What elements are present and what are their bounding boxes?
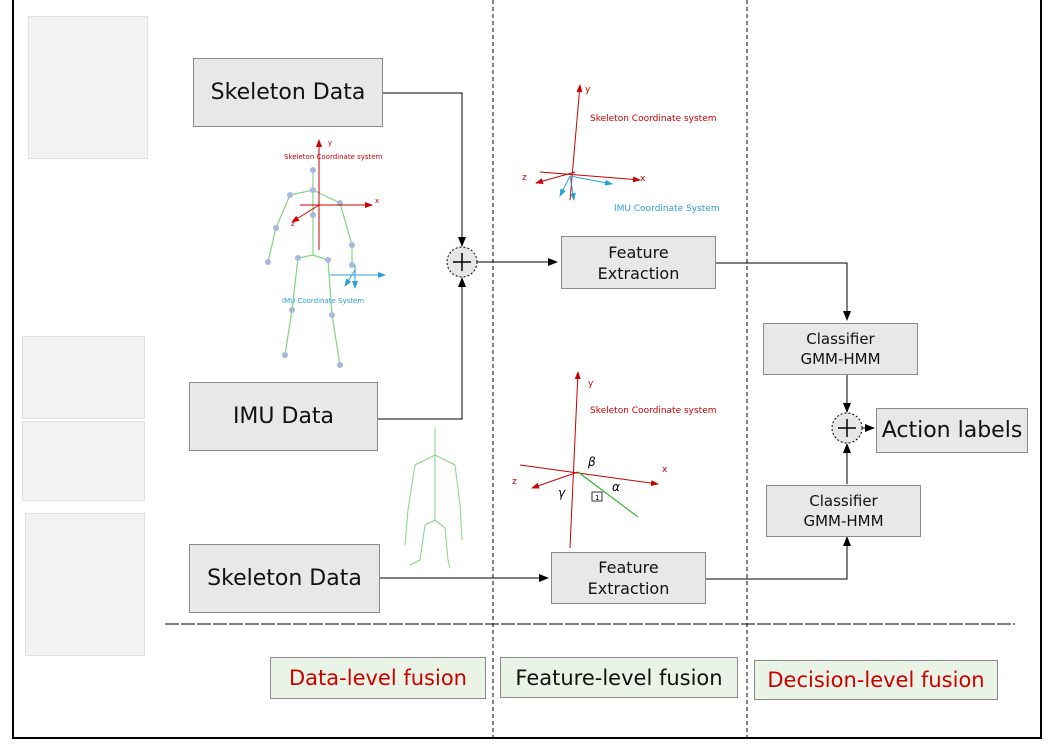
imu-plot-thumbnail-2 (22, 421, 145, 501)
action-labels-text: Action labels (881, 418, 1023, 443)
skeleton-plot-thumbnail-bottom (25, 513, 145, 656)
skeleton-plot-thumbnail-top (28, 16, 148, 159)
svg-text:x: x (662, 465, 668, 475)
flow-feature-top-to-classifier (716, 262, 851, 321)
feature-extraction-box-top: Feature Extraction (561, 236, 716, 289)
flow-skeleton-top (383, 92, 466, 247)
decision-level-fusion-label: Decision-level fusion (754, 660, 998, 700)
skeleton-data-box-bottom: Skeleton Data (189, 544, 380, 613)
svg-text:y: y (328, 139, 332, 147)
svg-text:x: x (375, 197, 379, 205)
skeleton-figure-feature-level (404, 428, 463, 569)
svg-text:x: x (640, 174, 646, 184)
feature-extraction-box-bottom: Feature Extraction (551, 552, 706, 604)
imu-data-label: IMU Data (232, 404, 335, 429)
svg-text:Skeleton Coordinate system: Skeleton Coordinate system (284, 153, 383, 161)
classifier-box-bottom: Classifier GMM-HMM (766, 485, 921, 537)
feature-level-fusion-label: Feature-level fusion (500, 657, 738, 698)
skeleton-figure-data-level (267, 170, 353, 366)
feature-axes-bottom: y Skeleton Coordinate system x z β α γ 1 (512, 371, 717, 549)
svg-text:z: z (512, 477, 517, 487)
svg-text:z: z (522, 173, 527, 183)
skeleton-data-box-top: Skeleton Data (193, 58, 383, 127)
diagram-frame (12, 0, 1042, 739)
svg-text:IMU Coordinate System: IMU Coordinate System (614, 204, 720, 214)
svg-text:IMU Coordinate System: IMU Coordinate System (282, 297, 364, 305)
svg-text:γ: γ (558, 486, 566, 500)
imu-data-box: IMU Data (189, 382, 378, 451)
svg-text:z: z (291, 220, 295, 228)
flow-feature-bottom-to-classifier (706, 536, 851, 580)
feature-axes-top: y Skeleton Coordinate system x z IMU Coo… (522, 84, 720, 214)
classifier-box-top: Classifier GMM-HMM (763, 323, 918, 375)
svg-text:α: α (612, 480, 620, 494)
svg-text:1: 1 (595, 494, 599, 502)
data-level-fusion-label: Data-level fusion (270, 657, 486, 699)
action-labels-box: Action labels (876, 408, 1028, 453)
skeleton-data-label-bottom: Skeleton Data (207, 566, 362, 591)
svg-text:y: y (585, 85, 591, 95)
flow-imu (378, 277, 466, 420)
svg-text:Skeleton Coordinate system: Skeleton Coordinate system (590, 406, 717, 416)
svg-text:Skeleton Coordinate system: Skeleton Coordinate system (590, 114, 717, 124)
svg-text:y: y (588, 379, 594, 389)
skeleton-data-label-top: Skeleton Data (210, 80, 366, 105)
imu-plot-thumbnail-1 (22, 336, 145, 419)
svg-text:β: β (587, 455, 596, 469)
